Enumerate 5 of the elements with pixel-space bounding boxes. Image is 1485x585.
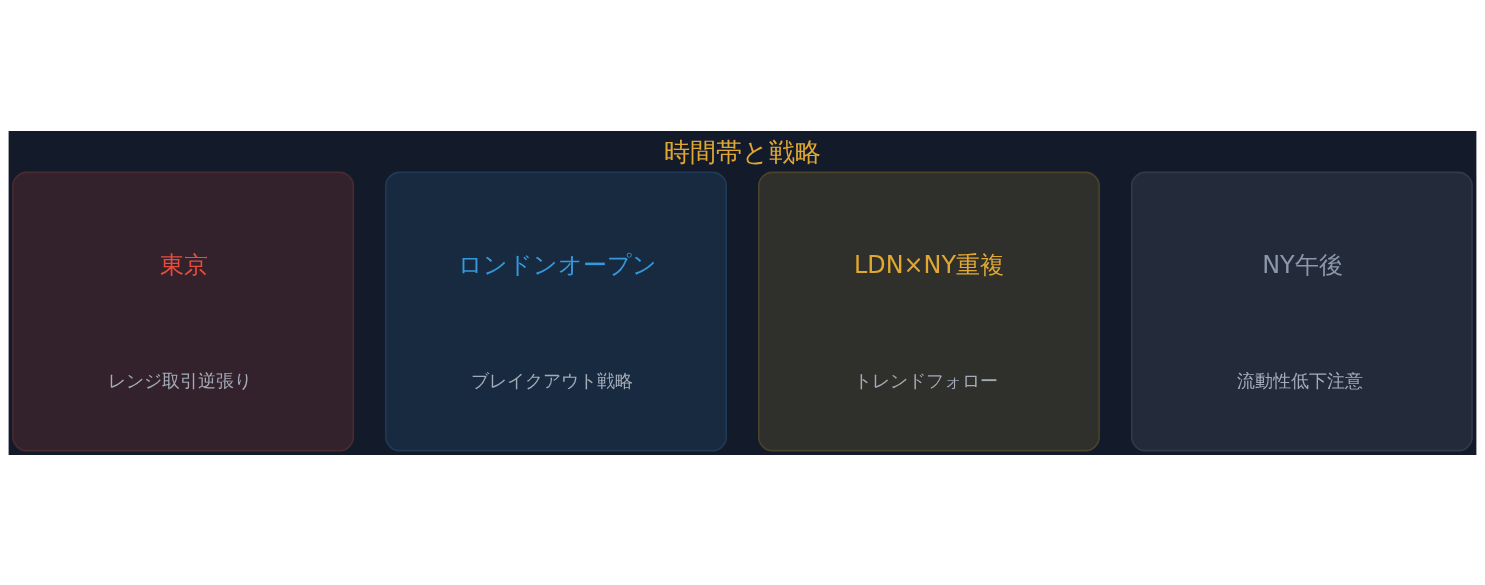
node-box: LDN×NY重複 トレンドフォロー — [758, 171, 1100, 451]
node-box: ロンドンオープン ブレイクアウト戦略 — [385, 171, 727, 451]
node-box: NY午後 流動性低下注意 — [1130, 171, 1473, 451]
diagram-title: 時間帯と戦略 — [664, 136, 821, 167]
node-box: 東京 レンジ取引逆張り — [12, 171, 355, 451]
